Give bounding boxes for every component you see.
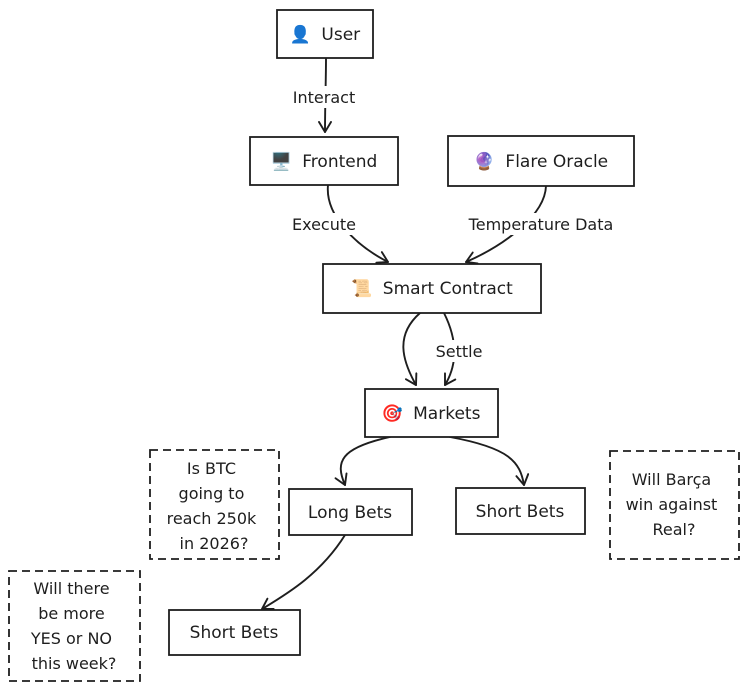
svg-text:Is BTC going to re: Is BTC going to reach 250k in 2026?	[167, 459, 262, 553]
node-long-bets-label: Long Bets	[308, 503, 392, 523]
node-frontend: 🖥️ Frontend	[249, 136, 399, 186]
node-short-bets-bottom: Short Bets	[168, 609, 301, 656]
node-markets-label: Markets	[413, 404, 480, 424]
scroll-icon: 📜	[351, 279, 372, 299]
svg-text:Will Barça win against: Will Barça win against Real?	[626, 470, 723, 539]
user-icon: 👤	[290, 24, 311, 45]
node-smart-contract: 📜 Smart Contract	[322, 263, 542, 314]
svg-text:Temperature Data: Temperature Data	[468, 215, 614, 234]
node-user: 👤 User	[276, 9, 374, 59]
edge-markets-short-right	[449, 436, 530, 486]
svg-text:Will there be more: Will there be more YES or NO this week?	[30, 579, 117, 673]
node-markets: 🎯 Markets	[364, 388, 499, 438]
svg-text:🎯 Markets: 🎯 Markets	[382, 404, 481, 424]
note-yes-no-question: Will there be more YES or NO this week?	[8, 570, 141, 682]
target-icon: 🎯	[382, 404, 403, 424]
node-short-bets-bottom-label: Short Bets	[190, 623, 279, 643]
svg-text:Interact: Interact	[293, 88, 355, 107]
node-flare-oracle: 🔮 Flare Oracle	[447, 135, 635, 187]
node-smart-contract-label: Smart Contract	[383, 279, 513, 299]
edge-label-interact: Interact	[280, 86, 370, 108]
monitor-icon: 🖥️	[271, 151, 292, 172]
edge-label-temperature-data: Temperature Data	[448, 213, 634, 235]
edge-long-short-bottom	[261, 534, 346, 610]
node-frontend-label: Frontend	[302, 152, 377, 172]
svg-text:🔮 Flare Oracle: 🔮 Flare Oracle	[474, 151, 608, 172]
svg-text:👤 User: 👤 User	[290, 24, 360, 45]
edge-contract-markets-left	[402, 312, 421, 386]
edge-label-execute: Execute	[282, 213, 366, 235]
node-short-bets-right: Short Bets	[455, 487, 586, 535]
svg-text:🖥️ Frontend: 🖥️ Frontend	[271, 151, 378, 172]
crystal-ball-icon: 🔮	[474, 151, 495, 172]
svg-text:📜 Smart Contract: 📜 Smart Contract	[351, 279, 513, 299]
note-barca-question: Will Barça win against Real?	[609, 450, 740, 560]
edge-markets-long	[334, 436, 391, 486]
svg-text:Settle: Settle	[436, 342, 483, 361]
svg-text:Execute: Execute	[292, 215, 356, 234]
note-btc-question: Is BTC going to reach 250k in 2026?	[149, 449, 280, 560]
edge-label-settle: Settle	[424, 340, 494, 362]
node-flare-oracle-label: Flare Oracle	[505, 152, 608, 172]
node-short-bets-right-label: Short Bets	[476, 502, 565, 522]
node-long-bets: Long Bets	[288, 488, 413, 536]
node-user-label: User	[321, 25, 360, 45]
